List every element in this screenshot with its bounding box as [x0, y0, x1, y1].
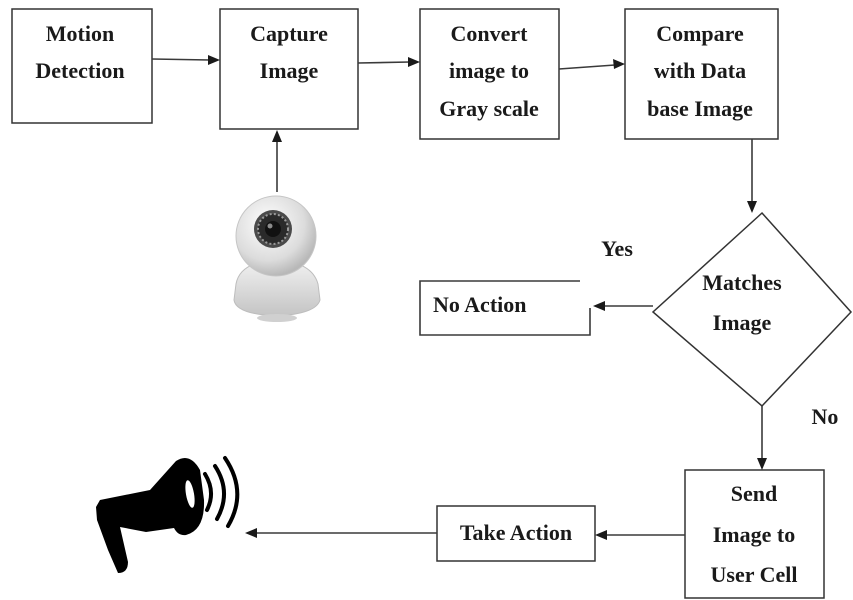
arrow-camera-to-capture [272, 130, 282, 192]
compare-line2: with Data [654, 58, 746, 83]
arrow-matches-to-no-action [593, 301, 653, 311]
connectors [151, 55, 767, 540]
arrow-motion-to-capture [151, 55, 220, 65]
convert-line2: image to [449, 58, 529, 83]
megaphone-icon [96, 456, 240, 573]
send-line1: Send [731, 481, 777, 506]
capture-image-line2: Image [260, 58, 319, 83]
compare-line1: Compare [656, 21, 744, 46]
convert-line1: Convert [451, 21, 529, 46]
compare-line3: base Image [647, 96, 753, 121]
motion-detection-line2: Detection [35, 58, 124, 83]
send-line3: User Cell [711, 562, 798, 587]
arrow-send-to-take-action [595, 530, 685, 540]
node-compare-database: Compare with Data base Image [624, 8, 779, 140]
node-capture-image: Capture Image [219, 8, 359, 130]
node-matches-image-decision: Matches Image [651, 211, 853, 408]
motion-detection-line1: Motion [46, 21, 114, 46]
no-action-label: No Action [433, 292, 527, 317]
matches-line2: Image [713, 310, 772, 335]
arrow-capture-to-convert [357, 57, 420, 67]
node-send-image: Send Image to User Cell [684, 469, 825, 599]
edge-label-yes: Yes [601, 236, 633, 261]
arrow-matches-to-send [757, 406, 767, 470]
edge-label-no: No [812, 404, 839, 429]
arrow-take-action-to-alarm [245, 528, 437, 538]
matches-line1: Matches [702, 270, 782, 295]
node-take-action: Take Action [436, 505, 596, 562]
arrow-compare-to-matches [747, 139, 757, 213]
node-convert-gray-scale: Convert image to Gray scale [419, 8, 560, 140]
convert-line3: Gray scale [439, 96, 539, 121]
node-motion-detection: Motion Detection [11, 8, 153, 124]
node-no-action: No Action [419, 280, 591, 336]
send-line2: Image to [713, 522, 795, 547]
security-camera-icon [233, 195, 321, 322]
arrow-convert-to-compare [558, 59, 625, 70]
capture-image-line1: Capture [250, 21, 328, 46]
take-action-label: Take Action [460, 520, 572, 545]
